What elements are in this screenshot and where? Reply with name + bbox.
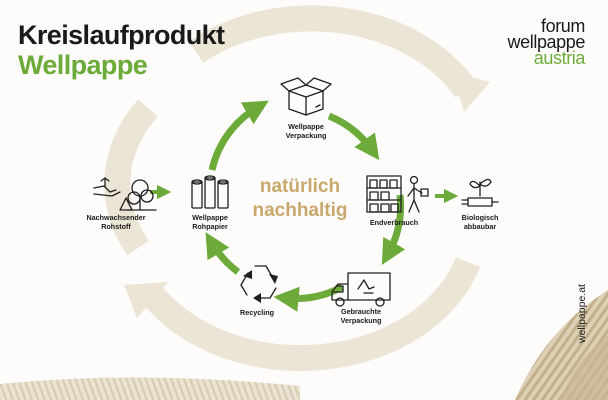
- title-line2: Wellpappe: [18, 50, 148, 80]
- node-raw-paper: Wellpappe Rohpapier: [191, 175, 229, 231]
- shelf-person-icon: [366, 175, 429, 213]
- node-renewable-label2: Rohstoff: [101, 222, 131, 231]
- node-biodegradable-label1: Biologisch: [462, 213, 499, 222]
- outer-cycle-arrow: [104, 5, 490, 371]
- node-recycling: Recycling: [240, 265, 278, 317]
- brand-logo: forum wellpappe austria: [507, 16, 587, 68]
- center-text-line2: nachhaltig: [252, 200, 347, 221]
- trees-hand-icon: [93, 177, 157, 211]
- node-renewable: Nachwachsender Rohstoff: [86, 177, 157, 231]
- node-raw-paper-label2: Rohpapier: [192, 222, 228, 231]
- node-consumption-label: Endverbrauch: [370, 218, 418, 227]
- node-consumption: Endverbrauch: [366, 175, 429, 227]
- recycling-truck-icon: [331, 272, 391, 307]
- brand-line2: wellpappe: [507, 32, 586, 52]
- side-connectors: [150, 184, 459, 204]
- node-raw-paper-label1: Wellpappe: [192, 213, 228, 222]
- center-text-line1: natürlich: [260, 176, 340, 197]
- node-used-label2: Verpackung: [341, 316, 382, 325]
- node-packaging-label2: Verpackung: [286, 131, 327, 140]
- node-packaging: Wellpappe Verpackung: [280, 77, 332, 140]
- paper-rolls-icon: [191, 175, 229, 209]
- node-used: Gebrauchte Verpackung: [331, 272, 391, 325]
- node-biodegradable-label2: abbaubar: [464, 222, 497, 231]
- node-packaging-label1: Wellpappe: [288, 122, 324, 131]
- node-used-label1: Gebrauchte: [341, 307, 381, 316]
- brand-line3: austria: [534, 48, 587, 68]
- website-url: wellpappe.at: [576, 284, 588, 344]
- node-biodegradable: Biologisch abbaubar: [461, 178, 499, 231]
- node-renewable-label1: Nachwachsender: [86, 213, 145, 222]
- open-box-icon: [280, 77, 332, 116]
- node-recycling-label: Recycling: [240, 308, 274, 317]
- brand-line1: forum: [541, 16, 585, 36]
- inner-cycle-arrows: [205, 100, 406, 312]
- title-line1: Kreislaufprodukt: [18, 20, 225, 50]
- recycle-icon: [240, 265, 278, 303]
- corrugated-decoration: [0, 290, 608, 400]
- sprout-hand-icon: [461, 178, 499, 207]
